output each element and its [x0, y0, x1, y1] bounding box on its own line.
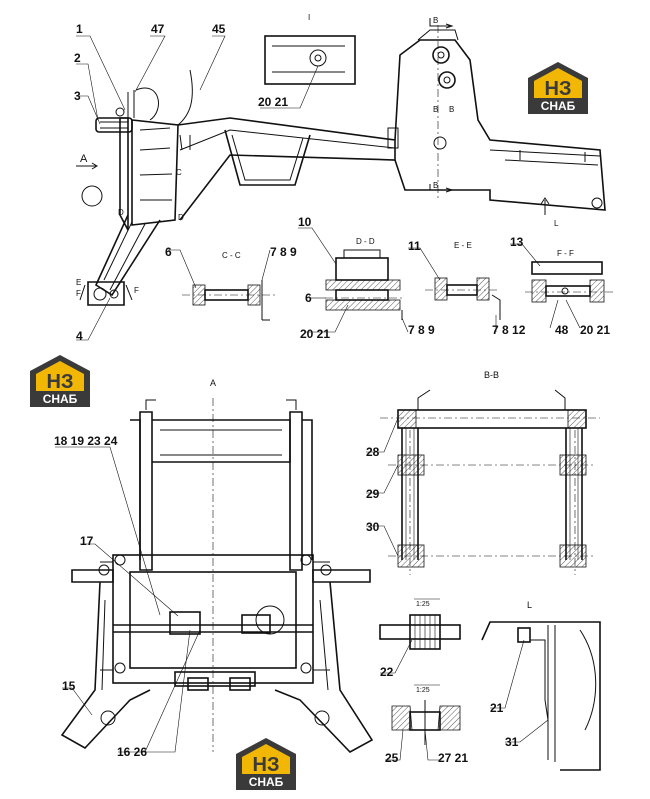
- view-title-cc: C - C: [222, 251, 241, 260]
- callout-20-21-dd: 20 21: [300, 327, 330, 341]
- view-title-ff: F - F: [557, 249, 574, 258]
- callout-27-21: 27 21: [438, 751, 468, 765]
- callout-47: 47: [151, 22, 165, 36]
- brand-logo-bottom: НЗ СНАБ: [236, 738, 296, 790]
- callout-15: 15: [62, 679, 76, 693]
- view-bb: [380, 389, 600, 575]
- section-ff: [525, 261, 615, 303]
- svg-text:НЗ: НЗ: [253, 754, 280, 776]
- callout-29: 29: [366, 487, 380, 501]
- callout-21-l: 21: [490, 701, 504, 715]
- marker-b-top: B: [433, 16, 438, 25]
- section-cc: [182, 280, 275, 321]
- svg-text:СНАБ: СНАБ: [541, 99, 576, 113]
- callout-28: 28: [366, 445, 380, 459]
- callout-16-26: 16 26: [117, 745, 147, 759]
- section-dd: [325, 249, 405, 320]
- svg-text:СНАБ: СНАБ: [43, 392, 78, 406]
- callout-6-dd: 6: [305, 291, 312, 305]
- marker-f1: F: [76, 289, 81, 298]
- view-title-l: L: [527, 600, 532, 610]
- svg-text:НЗ: НЗ: [47, 371, 74, 393]
- view-a: [60, 398, 374, 753]
- callout-20-21-ff: 20 21: [580, 323, 610, 337]
- marker-b-right: B: [449, 105, 454, 114]
- marker-c: C: [176, 168, 182, 177]
- callout-18-19-23-24: 18 19 23 24: [54, 434, 118, 448]
- marker-d1: D: [118, 208, 124, 217]
- callout-7-8-9-dd: 7 8 9: [408, 323, 435, 337]
- marker-b-left: B: [433, 105, 438, 114]
- scale-ii: 1:25: [416, 601, 430, 608]
- callout-1: 1: [76, 22, 83, 36]
- callout-3: 3: [74, 89, 81, 103]
- callout-7-8-9-cc: 7 8 9: [270, 245, 297, 259]
- marker-l: L: [554, 219, 559, 228]
- view-title-ee: E - E: [454, 241, 472, 250]
- callout-13: 13: [510, 235, 524, 249]
- marker-f2: F: [134, 286, 139, 295]
- callout-20-21-top: 20 21: [258, 95, 288, 109]
- callout-11: 11: [408, 239, 421, 253]
- scale-iii: 1:25: [416, 687, 430, 694]
- callout-4: 4: [76, 329, 83, 343]
- callout-31: 31: [505, 735, 519, 749]
- detail-ii: [379, 614, 461, 650]
- marker-e: E: [76, 278, 81, 287]
- callout-17: 17: [80, 534, 94, 548]
- marker-d2: D: [178, 213, 184, 222]
- view-title-dd: D - D: [356, 237, 375, 246]
- view-l: [481, 621, 601, 771]
- callout-7-8-12: 7 8 12: [492, 323, 526, 337]
- brand-logo-top-right: НЗ СНАБ: [528, 62, 588, 114]
- marker-b-bottom: B: [433, 181, 438, 190]
- callout-25: 25: [385, 751, 399, 765]
- callout-22: 22: [380, 665, 394, 679]
- callout-48: 48: [555, 323, 569, 337]
- callout-10: 10: [298, 215, 312, 229]
- callout-2: 2: [74, 51, 81, 65]
- view-title-bb: B-B: [484, 370, 499, 380]
- callout-30: 30: [366, 520, 380, 534]
- svg-text:НЗ: НЗ: [545, 78, 572, 100]
- marker-i: I: [308, 13, 310, 22]
- callout-6-cc: 6: [165, 245, 172, 259]
- section-ee: [425, 277, 501, 320]
- callout-45: 45: [212, 22, 226, 36]
- marker-a-arrow: A: [80, 153, 88, 165]
- leader-lines: [55, 35, 581, 761]
- brand-logo-mid-left: НЗ СНАБ: [30, 355, 90, 407]
- view-title-a: A: [210, 378, 216, 388]
- detail-iii: [391, 700, 461, 745]
- main-frame-side-view: [76, 18, 606, 306]
- svg-text:СНАБ: СНАБ: [249, 775, 284, 789]
